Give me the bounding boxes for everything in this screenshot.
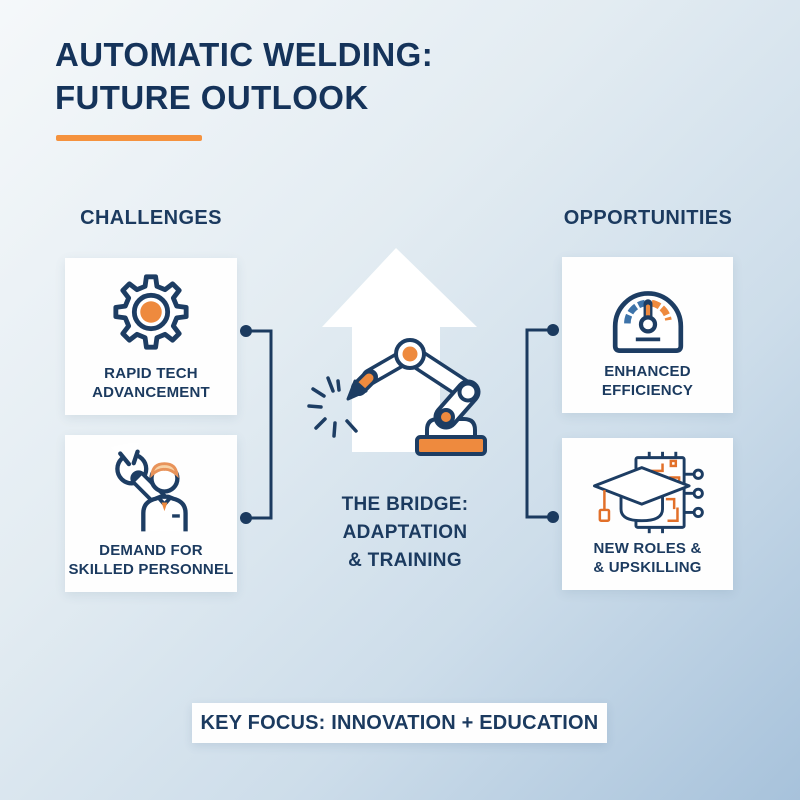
key-focus-text: KEY FOCUS: INNOVATION + EDUCATION (200, 711, 599, 734)
card-rapid-tech-advancement: RAPID TECH ADVANCEMENT (65, 258, 237, 415)
page-title-line2: FUTURE OUTLOOK (55, 79, 369, 116)
key-focus-banner: KEY FOCUS: INNOVATION + EDUCATION (192, 703, 607, 743)
card-label: ENHANCED EFFICIENCY (601, 363, 694, 399)
bridge-label: THE BRIDGE: ADAPTATION & TRAINING (341, 494, 469, 571)
opportunities-heading: OPPORTUNITIES (563, 207, 733, 229)
wrench-technician-icon (110, 443, 188, 532)
card-demand-skilled-personnel: DEMAND FOR SKILLED PERSONNEL (65, 435, 237, 592)
graduation-cap-chip-icon (592, 451, 704, 534)
opportunities-connector (525, 324, 559, 523)
gear-icon (113, 274, 189, 350)
card-label: RAPID TECH ADVANCEMENT (92, 365, 210, 401)
card-label: NEW ROLES & & UPSKILLING (593, 540, 702, 576)
challenges-heading: CHALLENGES (80, 207, 222, 229)
title-underline (56, 135, 202, 141)
card-new-roles-upskilling: NEW ROLES & & UPSKILLING (562, 438, 733, 590)
card-label: DEMAND FOR SKILLED PERSONNEL (68, 542, 234, 578)
weld-sparks (307, 376, 358, 438)
card-enhanced-efficiency: ENHANCED EFFICIENCY (562, 257, 733, 413)
page-title-line1: AUTOMATIC WELDING: (55, 36, 434, 73)
page-title: AUTOMATIC WELDING: FUTURE OUTLOOK (55, 33, 433, 119)
welding-robot-up-arrow-icon (307, 248, 487, 456)
challenges-connector (240, 325, 273, 524)
speedometer-icon (612, 291, 683, 353)
robot-arm (346, 338, 487, 456)
